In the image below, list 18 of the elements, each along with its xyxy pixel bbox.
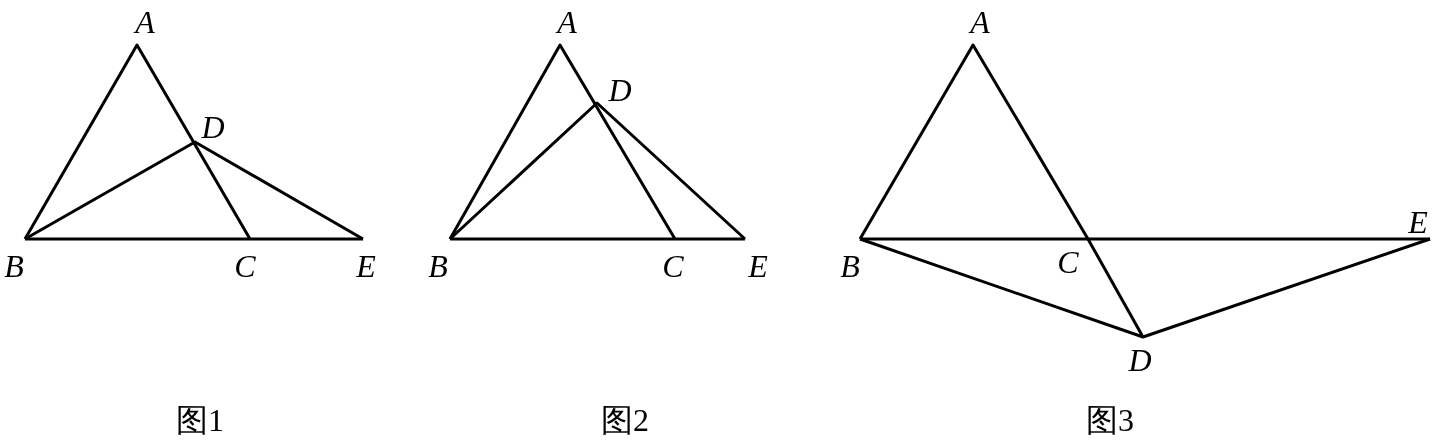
point-label: A xyxy=(970,6,990,38)
point-label: E xyxy=(1408,206,1428,238)
point-label: C xyxy=(1057,246,1079,278)
point-label: D xyxy=(1128,344,1152,376)
point-label: D xyxy=(201,111,225,143)
point-label: A xyxy=(135,6,155,38)
point-label: B xyxy=(840,250,860,282)
point-label: A xyxy=(557,6,577,38)
point-label: C xyxy=(234,250,256,282)
point-label: D xyxy=(608,74,632,106)
figure-caption: 图2 xyxy=(601,404,649,436)
point-label: C xyxy=(662,250,684,282)
point-label: E xyxy=(356,250,376,282)
figure-caption: 图1 xyxy=(176,404,224,436)
point-label: B xyxy=(4,250,24,282)
point-label: B xyxy=(428,250,448,282)
point-label: E xyxy=(748,250,768,282)
figure-caption: 图3 xyxy=(1086,404,1134,436)
